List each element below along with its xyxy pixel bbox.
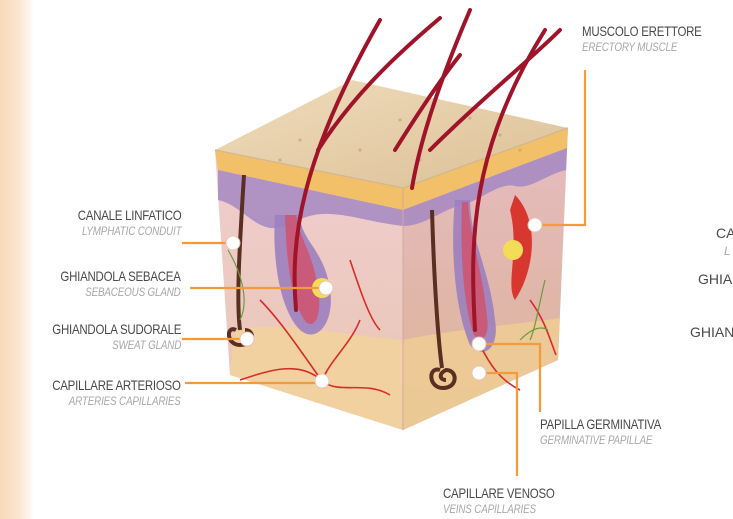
pointer-papilla — [472, 337, 486, 351]
label-venous-it: CAPILLARE VENOSO — [443, 486, 555, 500]
label-erector-muscle-it: MUSCOLO ERETTORE — [582, 24, 702, 38]
label-papilla-it: PAPILLA GERMINATIVA — [540, 417, 661, 431]
label-lymphatic: CANALE LINFATICO LYMPHATIC CONDUIT — [55, 208, 181, 237]
pointer-sweat — [240, 332, 254, 346]
pointer-arterial — [315, 374, 329, 388]
label-venous: CAPILLARE VENOSO VEINS CAPILLARIES — [443, 486, 579, 515]
label-lymphatic-en: LYMPHATIC CONDUIT — [77, 225, 181, 237]
skin-cube — [215, 80, 568, 430]
pointer-sebaceous — [319, 281, 333, 295]
label-sweat-en: SWEAT GLAND — [52, 339, 181, 351]
label-lymphatic-it: CANALE LINFATICO — [77, 208, 181, 222]
label-erector-muscle-en: ERECTORY MUSCLE — [582, 41, 702, 53]
label-sweat-it: GHIANDOLA SUDORALE — [52, 322, 181, 336]
label-sebaceous-en: SEBACEOUS GLAND — [61, 286, 181, 298]
label-arterial-en: ARTERIES CAPILLARIES — [53, 395, 181, 407]
label-sweat: GHIANDOLA SUDORALE SWEAT GLAND — [24, 322, 181, 351]
label-arterial-it: CAPILLARE ARTERIOSO — [53, 378, 181, 392]
label-venous-en: VEINS CAPILLARIES — [443, 503, 555, 515]
pointer-erector-muscle — [528, 218, 542, 232]
label-sebaceous: GHIANDOLA SEBACEA SEBACEOUS GLAND — [34, 269, 181, 298]
clipped-label-1: CA — [716, 226, 733, 240]
label-sebaceous-it: GHIANDOLA SEBACEA — [61, 269, 181, 283]
label-arterial: CAPILLARE ARTERIOSO ARTERIES CAPILLARIES — [24, 378, 181, 407]
label-erector-muscle: MUSCOLO ERETTORE ERECTORY MUSCLE — [582, 24, 728, 53]
clipped-label-3: GHIA — [698, 272, 732, 286]
clipped-label-4: GHIAN — [690, 325, 733, 339]
pointer-lymphatic — [226, 236, 240, 250]
clipped-label-2: L — [724, 245, 731, 257]
pointer-venous — [472, 366, 486, 380]
label-papilla: PAPILLA GERMINATIVA GERMINATIVE PAPILLAE — [540, 417, 688, 446]
label-papilla-en: GERMINATIVE PAPILLAE — [540, 434, 661, 446]
